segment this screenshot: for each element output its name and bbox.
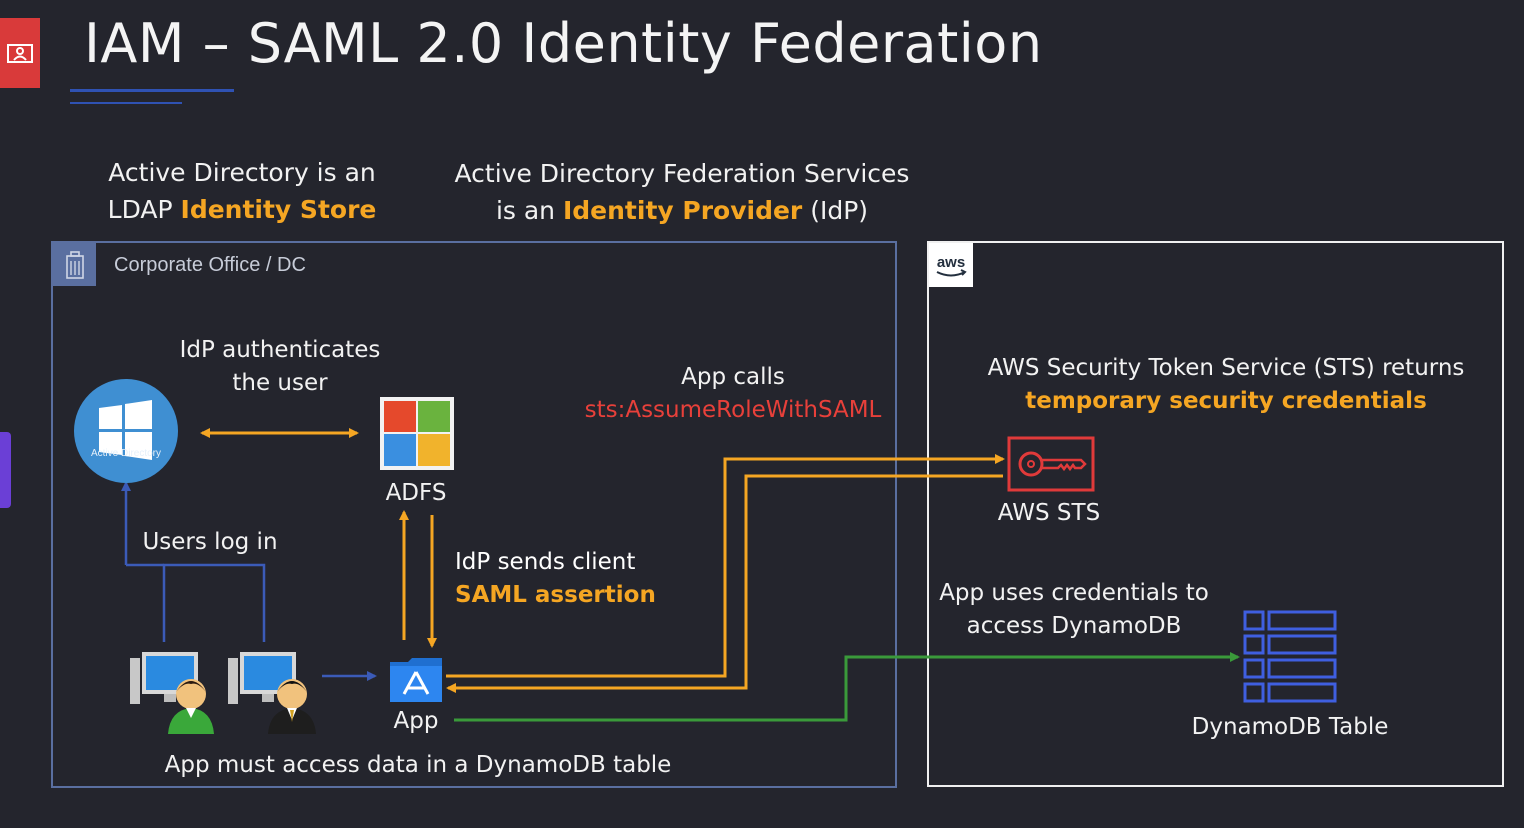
side-tab[interactable] [0,432,11,508]
key-icon [1007,436,1095,492]
identity-provider-highlight: Identity Provider [562,196,803,225]
adfs-heading: Active Directory Federation Services is … [446,155,918,229]
app-to-sts-arrow [446,454,1005,678]
microsoft-logo-icon [380,397,454,470]
aws-logo-icon: aws [929,243,973,287]
title-underline-short [70,102,182,104]
identity-store-highlight: Identity Store [180,195,377,224]
idp-auth-line1: IdP authenticates [179,337,381,363]
temporary-credentials-highlight: temporary security credentials [1025,388,1427,414]
app-to-dynamodb-arrow [454,652,1240,722]
sts-returns-line1: AWS Security Token Service (STS) returns [987,355,1465,381]
ad-heading-plain: LDAP [107,195,181,224]
users-log-in-label: Users log in [142,529,278,555]
idp-auth-line2: the user [232,370,328,396]
footer-note: App must access data in a DynamoDB table [164,752,672,778]
app-label: App [393,708,439,734]
corporate-office-label: Corporate Office / DC [114,254,306,276]
windows-logo-icon: Active Directory [73,378,179,484]
dynamodb-table-icon [1243,610,1337,704]
sts-to-app-arrow [446,474,1003,693]
adfs-heading-end: (IdP) [802,196,869,225]
presentation-badge-icon [0,18,40,88]
assume-role-api-label: sts:AssumeRoleWithSAML [584,397,882,423]
app-uses-credentials-label: App uses credentials to access DynamoDB [938,577,1210,643]
app-uses-line2: access DynamoDB [966,613,1182,639]
aws-cloud-box [927,241,1504,787]
page-title: IAM – SAML 2.0 Identity Federation [84,12,1043,75]
adfs-label: ADFS [385,480,447,506]
svg-text:aws: aws [937,254,965,271]
title-underline [70,89,234,92]
adfs-heading-line1: Active Directory Federation Services [454,159,910,188]
ad-heading-line1: Active Directory is an [108,158,376,187]
app-calls-label: App calls sts:AssumeRoleWithSAML [580,361,886,427]
user-computer-icon [226,648,320,734]
active-directory-caption: Active Directory [90,448,161,459]
corporate-office-box [51,241,897,788]
idp-sends-label: IdP sends client SAML assertion [455,546,656,612]
adfs-heading-plain: is an [495,196,563,225]
user-computer-icon [128,648,218,734]
saml-assertion-highlight: SAML assertion [455,582,656,608]
users-bracket-line [162,563,266,642]
app-calls-line1: App calls [681,364,785,390]
building-icon [53,243,96,286]
active-directory-heading: Active Directory is an LDAP Identity Sto… [92,154,392,228]
sts-returns-label: AWS Security Token Service (STS) returns… [980,352,1472,418]
ad-heading-line2: LDAP Identity Store [92,191,392,228]
idp-authenticates-label: IdP authenticates the user [170,334,390,400]
dynamodb-table-label: DynamoDB Table [1191,714,1389,740]
app-folder-icon [388,654,444,706]
app-uses-line1: App uses credentials to [939,580,1209,606]
aws-sts-label: AWS STS [997,500,1101,526]
adfs-heading-line2: is an Identity Provider (IdP) [446,192,918,229]
idp-sends-line1: IdP sends client [455,549,636,575]
